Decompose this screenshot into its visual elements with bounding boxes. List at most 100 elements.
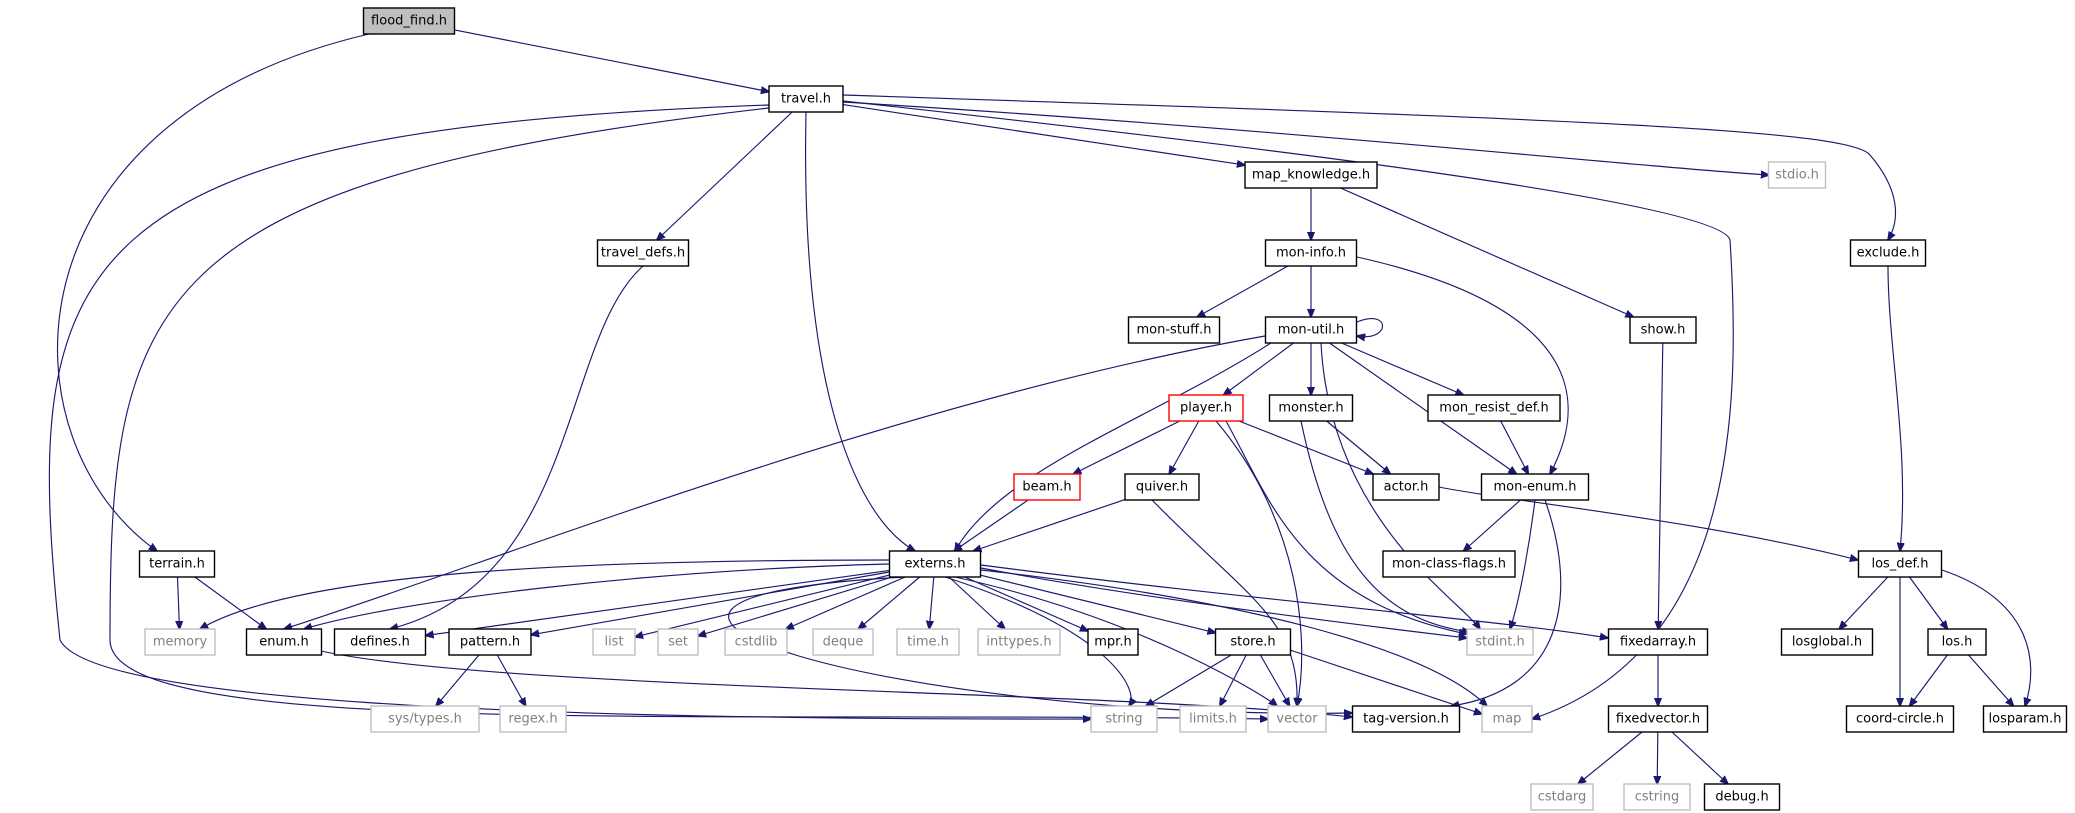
node-inttypes: inttypes.h [977, 628, 1061, 656]
node-box-flood_find [362, 7, 456, 35]
node-limits: limits.h [1179, 705, 1247, 733]
node-defines[interactable]: defines.h [333, 628, 427, 656]
node-mon_enum[interactable]: mon-enum.h [1480, 473, 1590, 501]
node-tag_version[interactable]: tag-version.h [1351, 705, 1461, 733]
node-box-cstring [1623, 783, 1691, 811]
edge-los_def-to-losglobal [1839, 576, 1889, 629]
edge-player-to-actor [1238, 420, 1373, 474]
node-list: list [592, 628, 636, 656]
edge-exclude-to-los_def [1887, 265, 1903, 551]
edge-travel_defs-to-defines [390, 265, 644, 629]
node-box-mon_enum [1480, 473, 1590, 501]
edge-externs-to-list [635, 574, 890, 637]
node-mon_stuff[interactable]: mon-stuff.h [1127, 316, 1221, 344]
edge-externs-to-set [698, 576, 893, 636]
edge-travel-to-stdio [842, 101, 1769, 175]
edge-externs-to-cstdlib [786, 576, 906, 629]
node-box-los_def [1857, 550, 1943, 578]
node-flood_find[interactable]: flood_find.h [362, 7, 456, 35]
edge-store-to-string [1146, 654, 1232, 706]
node-fixedvector[interactable]: fixedvector.h [1607, 705, 1709, 733]
edge-player-to-stdint [1225, 420, 1467, 634]
node-label-beam: beam.h [1022, 480, 1071, 495]
edge-quiver-to-vector [1151, 499, 1297, 706]
node-label-show: show.h [1641, 323, 1686, 338]
node-terrain[interactable]: terrain.h [138, 550, 216, 578]
edge-player-to-vector [1215, 420, 1302, 706]
node-label-inttypes: inttypes.h [986, 635, 1051, 650]
node-enum[interactable]: enum.h [245, 628, 323, 656]
edge-quiver-to-externs [973, 499, 1126, 551]
node-exclude[interactable]: exclude.h [1849, 239, 1927, 267]
node-label-losglobal: losglobal.h [1792, 635, 1862, 650]
node-box-time [896, 628, 960, 656]
node-mpr[interactable]: mpr.h [1087, 628, 1139, 656]
node-label-actor: actor.h [1384, 480, 1429, 495]
node-box-map_knowledge [1244, 161, 1378, 189]
node-mon_resist_def[interactable]: mon_resist_def.h [1427, 394, 1561, 422]
node-losparam[interactable]: losparam.h [1982, 705, 2068, 733]
edge-travel-to-travel_defs [657, 111, 793, 240]
node-label-monster: monster.h [1278, 401, 1343, 416]
edge-pattern-to-sys_types [436, 654, 480, 706]
node-travel_defs[interactable]: travel_defs.h [596, 239, 690, 267]
edge-mon_util-to-mon_util [1357, 318, 1383, 337]
node-quiver[interactable]: quiver.h [1124, 473, 1200, 501]
node-box-regex [499, 705, 567, 733]
edge-externs-to-map [980, 569, 1487, 706]
node-label-cstdlib: cstdlib [735, 635, 778, 650]
node-label-pattern: pattern.h [460, 635, 520, 650]
node-box-losparam [1982, 705, 2068, 733]
node-label-mon_enum: mon-enum.h [1493, 480, 1576, 495]
node-mon_info[interactable]: mon-info.h [1264, 239, 1358, 267]
node-los[interactable]: los.h [1927, 628, 1987, 656]
node-label-los_def: los_def.h [1871, 557, 1928, 572]
edge-flood_find-to-travel [454, 29, 770, 92]
node-label-los: los.h [1942, 635, 1973, 650]
edge-fixedvector-to-cstring [1657, 731, 1658, 784]
node-box-stdio [1767, 161, 1827, 189]
edge-travel-to-externs [805, 111, 915, 551]
node-fixedarray[interactable]: fixedarray.h [1607, 628, 1709, 656]
edge-flood_find-to-terrain [56, 33, 370, 551]
node-travel[interactable]: travel.h [768, 85, 844, 113]
node-store[interactable]: store.h [1214, 628, 1292, 656]
node-losglobal[interactable]: losglobal.h [1780, 628, 1874, 656]
node-coord_circle[interactable]: coord-circle.h [1845, 705, 1955, 733]
edge-store-to-limits [1220, 654, 1247, 706]
node-debug[interactable]: debug.h [1703, 783, 1781, 811]
node-label-sys_types: sys/types.h [388, 712, 462, 727]
node-pattern[interactable]: pattern.h [448, 628, 532, 656]
edge-travel-to-map_knowledge [842, 104, 1245, 166]
edge-travel-to-string [48, 104, 1091, 719]
node-show[interactable]: show.h [1629, 316, 1697, 344]
edge-fixedvector-to-cstdarg [1578, 731, 1643, 784]
node-box-fixedvector [1607, 705, 1709, 733]
node-stdint: stdint.h [1466, 628, 1534, 656]
node-mon_util[interactable]: mon-util.h [1264, 316, 1358, 344]
node-beam[interactable]: beam.h [1013, 473, 1081, 501]
node-label-regex: regex.h [508, 712, 557, 727]
node-label-deque: deque [823, 635, 864, 650]
edge-mon_util-to-enum [284, 335, 1266, 629]
node-label-enum: enum.h [259, 635, 309, 650]
node-player[interactable]: player.h [1168, 394, 1244, 422]
node-label-limits: limits.h [1189, 712, 1237, 727]
edge-los_def-to-los [1909, 576, 1948, 629]
node-box-los [1927, 628, 1987, 656]
node-mon_class_flags[interactable]: mon-class-flags.h [1382, 550, 1516, 578]
node-box-monster [1268, 394, 1354, 422]
node-label-mon_stuff: mon-stuff.h [1137, 323, 1212, 338]
node-monster[interactable]: monster.h [1268, 394, 1354, 422]
node-externs[interactable]: externs.h [888, 550, 982, 578]
node-box-cstdarg [1530, 783, 1594, 811]
node-actor[interactable]: actor.h [1372, 473, 1440, 501]
edge-monster-to-actor [1326, 420, 1391, 474]
node-box-string [1090, 705, 1158, 733]
node-map_knowledge[interactable]: map_knowledge.h [1244, 161, 1378, 189]
node-box-travel_defs [596, 239, 690, 267]
node-box-vector [1267, 705, 1327, 733]
edge-externs-to-defines [426, 569, 890, 635]
node-los_def[interactable]: los_def.h [1857, 550, 1943, 578]
